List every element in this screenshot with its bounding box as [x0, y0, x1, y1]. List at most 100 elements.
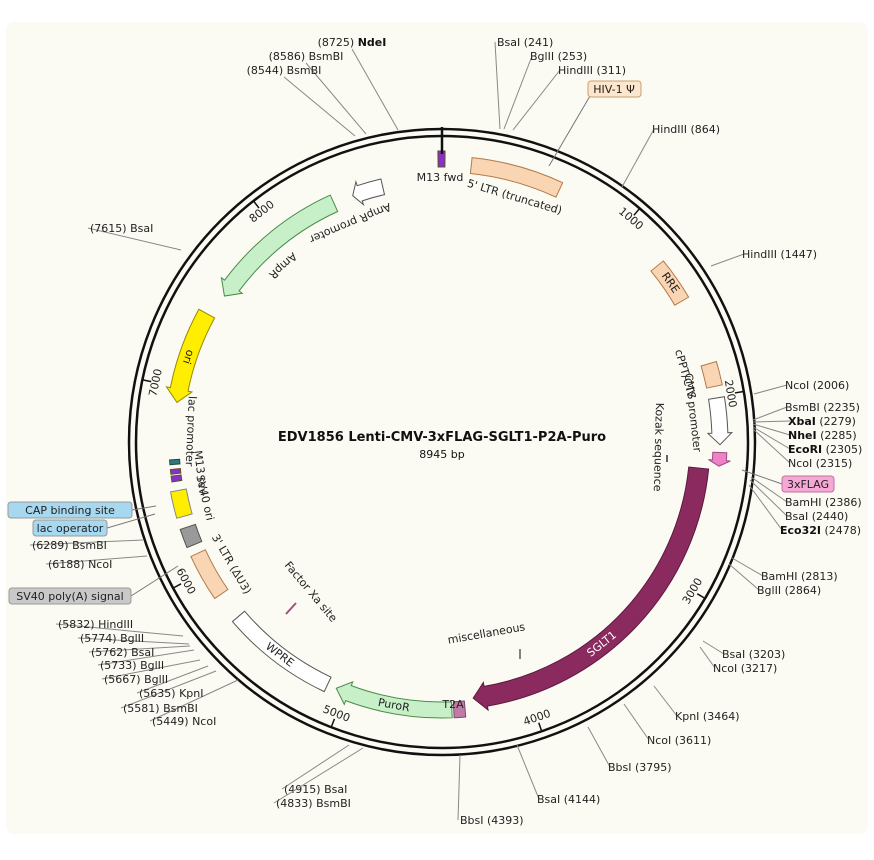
site-enzyme: HindIII: [98, 618, 133, 631]
site-leader: [752, 428, 791, 464]
site-enzyme: NcoI: [88, 558, 112, 571]
restriction-site[interactable]: (5667) BglII: [104, 673, 168, 686]
tick-label: 7000: [146, 368, 164, 398]
sglt1-feature[interactable]: [472, 466, 710, 712]
restriction-site[interactable]: (5581) BsmBI: [123, 702, 198, 715]
restriction-site[interactable]: (8725) NdeI: [318, 36, 387, 49]
m13fwd-feature[interactable]: [437, 150, 446, 168]
site-enzyme: BsmBI: [316, 797, 351, 810]
restriction-site[interactable]: NheI (2285): [788, 429, 857, 442]
tick-mark: [538, 722, 543, 731]
ltr5-feature[interactable]: [469, 157, 564, 198]
restriction-site[interactable]: NcoI (3611): [647, 734, 711, 747]
restriction-site[interactable]: (7615) BsaI: [90, 222, 153, 235]
site-leader: [623, 703, 650, 741]
cmv-promoter-feature[interactable]: [706, 396, 734, 446]
t2a-feature[interactable]: [452, 700, 467, 719]
site-pos: (3217): [741, 662, 778, 675]
site-pos: (5733): [100, 659, 137, 672]
restriction-site[interactable]: EcoRI (2305): [788, 443, 862, 456]
site-enzyme: BsmBI: [309, 50, 344, 63]
site-pos: (2305): [826, 443, 863, 456]
restriction-site[interactable]: BbsI (3795): [608, 761, 672, 774]
restriction-site[interactable]: (6188) NcoI: [48, 558, 112, 571]
site-enzyme: BsaI: [324, 783, 347, 796]
restriction-site[interactable]: (5762) BsaI: [91, 646, 154, 659]
ori-feature[interactable]: [165, 308, 216, 404]
site-enzyme: XbaI: [788, 415, 816, 428]
site-enzyme: BsaI: [131, 646, 154, 659]
restriction-site[interactable]: (5449) NcoI: [152, 715, 216, 728]
site-pos: (864): [691, 123, 721, 136]
restriction-site[interactable]: HindIII (864): [652, 123, 720, 136]
restriction-site[interactable]: BbsI (4393): [460, 814, 524, 827]
restriction-site[interactable]: BsaI (2440): [785, 510, 848, 523]
site-pos: (5581): [123, 702, 160, 715]
ori-label: ori: [180, 348, 197, 366]
tick-label: 2000: [722, 379, 739, 409]
site-leader: [587, 726, 611, 768]
site-leader: [516, 744, 540, 800]
restriction-site[interactable]: (5733) BglII: [100, 659, 164, 672]
puror-feature[interactable]: [335, 681, 453, 719]
restriction-site[interactable]: (8544) BsmBI: [247, 64, 322, 77]
site-pos: (253): [558, 50, 588, 63]
restriction-site[interactable]: BglII (253): [530, 50, 587, 63]
site-leader: [710, 253, 745, 267]
ampr-feature[interactable]: [220, 194, 339, 297]
restriction-site[interactable]: (5832) HindIII: [58, 618, 133, 631]
m13rev-feature[interactable]: [170, 474, 183, 483]
restriction-site[interactable]: (5774) BglII: [80, 632, 144, 645]
site-leader: [55, 623, 184, 637]
site-pos: (241): [524, 36, 554, 49]
plasmid-name: EDV1856 Lenti-CMV-3xFLAG-SGLT1-P2A-Puro: [278, 430, 606, 445]
site-leader: [120, 670, 217, 709]
sv40polya-feature[interactable]: [179, 523, 203, 549]
site-enzyme: BglII: [757, 584, 781, 597]
ampr-promoter-feature[interactable]: [352, 178, 386, 207]
site-enzyme: KpnI: [675, 710, 699, 723]
site-pos: (2285): [820, 429, 857, 442]
flag-feature[interactable]: [708, 451, 731, 467]
restriction-site[interactable]: (6289) BsmBI: [32, 539, 107, 552]
site-leader: [45, 555, 148, 565]
restriction-site[interactable]: BamHI (2386): [785, 496, 862, 509]
site-pos: (5667): [104, 673, 141, 686]
site-enzyme: BsaI: [722, 648, 745, 661]
cap-site-feature[interactable]: [169, 458, 181, 466]
cppt-feature[interactable]: [700, 360, 723, 389]
site-enzyme: NheI: [788, 429, 817, 442]
lac-operator-feature[interactable]: [169, 467, 182, 475]
site-enzyme: NcoI: [647, 734, 671, 747]
restriction-site[interactable]: (4833) BsmBI: [276, 797, 351, 810]
restriction-site[interactable]: BamHI (2813): [761, 570, 838, 583]
map-background: [6, 22, 868, 834]
lac-operator-label: lac operator: [37, 522, 104, 535]
site-pos: (2478): [825, 524, 862, 537]
restriction-site[interactable]: (8586) BsmBI: [269, 50, 344, 63]
restriction-site[interactable]: HindIII (1447): [742, 248, 817, 261]
m13fwd-label: M13 fwd: [417, 171, 464, 184]
restriction-site[interactable]: BsaI (4144): [537, 793, 600, 806]
restriction-site[interactable]: NcoI (2006): [785, 379, 849, 392]
restriction-site[interactable]: BglII (2864): [757, 584, 821, 597]
restriction-site[interactable]: (5635) KpnI: [139, 687, 204, 700]
rre-feature[interactable]: [650, 260, 690, 306]
wpre-feature[interactable]: [231, 610, 332, 693]
tick-mark: [253, 201, 260, 209]
site-pos: (1447): [781, 248, 818, 261]
site-enzyme: BsaI: [537, 793, 560, 806]
restriction-site[interactable]: NcoI (2315): [788, 457, 852, 470]
restriction-site[interactable]: Eco32I (2478): [780, 524, 861, 537]
restriction-site[interactable]: BsaI (241): [497, 36, 553, 49]
restriction-site[interactable]: XbaI (2279): [788, 415, 856, 428]
restriction-site[interactable]: BsmBI (2235): [785, 401, 860, 414]
restriction-site[interactable]: BsaI (3203): [722, 648, 785, 661]
restriction-site[interactable]: NcoI (3217): [713, 662, 777, 675]
restriction-site[interactable]: HindIII (311): [558, 64, 626, 77]
restriction-site[interactable]: KpnI (3464): [675, 710, 740, 723]
restriction-site[interactable]: (4915) BsaI: [284, 783, 347, 796]
sv40ori-feature[interactable]: [169, 488, 193, 519]
ltr3-feature[interactable]: [190, 549, 229, 600]
